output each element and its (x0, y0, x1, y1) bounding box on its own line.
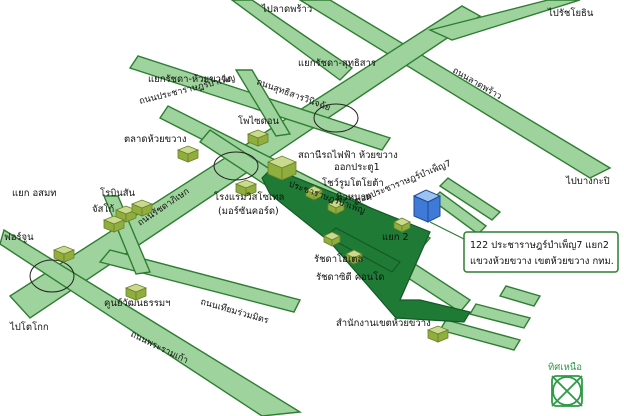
label-nivakom: นิวหนวด (336, 192, 372, 203)
road-soi-5 (438, 319, 522, 351)
label-junction-ratchada-sutthisan: แยกรัชดา-สุทธิสาร (298, 58, 376, 69)
building-ratchada-condo (345, 249, 363, 265)
label-hotel-line2: (มอร์ซันคอร์ด) (218, 205, 279, 217)
label-cultural-center: คูนย์วัฒนธรรมฯ (104, 297, 170, 309)
building-talad (176, 145, 200, 163)
road-soi-3 (498, 285, 542, 307)
label-to-ratchayothin: ไปรัชโยธิน (547, 7, 594, 19)
road-soi-1 (438, 177, 502, 221)
building-robinson-2 (130, 199, 154, 217)
label-talad: ตลาดห้วยขวาง (124, 134, 186, 145)
address-line2: แขวงห้วยขวาง เขตห้วยขวาง กทม. (470, 256, 614, 267)
junction-asom (29, 259, 75, 293)
compass-icon (551, 375, 583, 407)
road-rama9 (0, 228, 303, 416)
label-to-latphrao-top: ไปลาดพร้าว (261, 3, 312, 15)
label-toyota: โชว์รูมโตโยต้า (322, 177, 384, 189)
building-ratchada-hotel (323, 231, 341, 247)
label-ratchada-condo: รัชดาซิตี คอนโด (316, 271, 385, 283)
building-fortune (52, 245, 76, 263)
label-to-bangkapi: ไปบางกะปิ (565, 175, 610, 187)
label-police: โพไซดอน (238, 115, 279, 127)
building-jusco (102, 215, 126, 233)
building-soi2 (393, 217, 411, 233)
label-district-office: สำนักงานเขตห้วยขวาง (336, 318, 431, 329)
road-latphrao (298, 0, 612, 179)
label-hotel: โรงแรมวิสโซเทล (214, 191, 285, 203)
junction-ratchada-huaikhwang (213, 151, 259, 181)
label-junction-ratchada-huaikhwang: แยกรัชดา-ห้วยขวาง (148, 74, 231, 85)
address-box (463, 231, 619, 273)
building-hotel (234, 179, 258, 197)
road-thiamruammit (98, 249, 302, 313)
label-junction-asom: แยก อสมท (12, 188, 57, 199)
building-police (246, 129, 270, 147)
building-cultural-center (124, 283, 148, 301)
label-jusco: จัสโก้ (92, 203, 114, 215)
road-ratchayothin (427, 0, 581, 41)
target-building (412, 189, 442, 223)
label-soi2: แยก 2 (382, 232, 409, 243)
label-ratchada-hotel: รัชดาโฮเตล (314, 253, 363, 265)
road-latphrao-upper (230, 0, 354, 81)
label-fortune: ฟอร์จูน (4, 231, 34, 243)
road-connector-1 (102, 195, 151, 275)
building-electric (266, 155, 298, 181)
label-electric-line2: ออกประตู1 (334, 162, 380, 173)
building-toyota (305, 185, 323, 201)
address-line1: 122 ประชาราษฎร์บำเพ็ญ7 แยก2 (470, 238, 609, 251)
label-to-tokok: ไปโตโกก (9, 321, 49, 333)
junction-ratchada-sutthisan (313, 103, 359, 133)
road-connector-2 (234, 69, 292, 137)
building-district-office (426, 325, 450, 343)
route-highlight-2 (324, 227, 401, 273)
label-robinson: โรบินสัน (100, 187, 136, 199)
address-pointer (429, 221, 467, 241)
label-electric: สถานีรถไฟฟ้า ห้วยขวาง (298, 149, 398, 161)
building-nivakom (327, 199, 345, 215)
road-soi-4 (468, 303, 532, 329)
compass-label: ทิศเหนือ (548, 362, 582, 373)
